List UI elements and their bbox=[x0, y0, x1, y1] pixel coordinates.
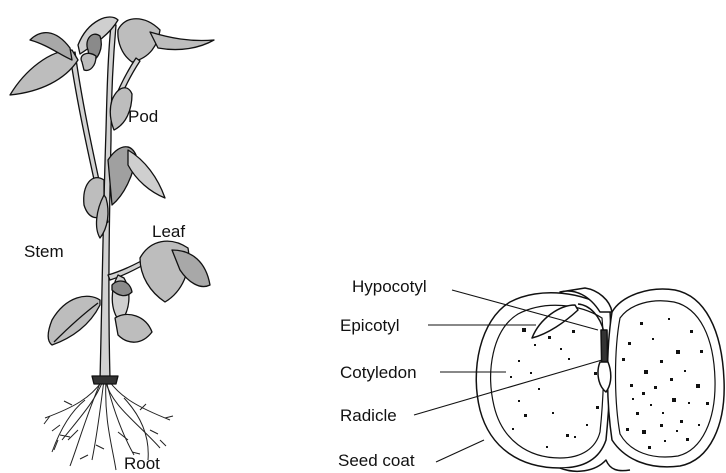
label-pod: Pod bbox=[128, 107, 158, 126]
label-leaf: Leaf bbox=[152, 222, 185, 241]
top-right-tendril-leaf bbox=[150, 32, 214, 50]
label-epicotyl: Epicotyl bbox=[340, 316, 400, 335]
leaf-small-right bbox=[115, 314, 152, 342]
plant-soil-collar bbox=[92, 376, 118, 384]
mid-leaf-right bbox=[128, 150, 165, 198]
label-root: Root bbox=[124, 454, 160, 473]
label-stem: Stem bbox=[24, 242, 64, 261]
label-cotyledon: Cotyledon bbox=[340, 363, 417, 382]
leader-seed-coat bbox=[436, 440, 484, 462]
cotyledon-right bbox=[616, 301, 716, 457]
label-radicle: Radicle bbox=[340, 406, 397, 425]
bean-seed-cross-section bbox=[476, 288, 724, 471]
label-hypocotyl: Hypocotyl bbox=[352, 277, 427, 296]
top-bud-2 bbox=[81, 53, 96, 70]
label-seed-coat: Seed coat bbox=[338, 451, 415, 470]
lower-left-leaf bbox=[48, 296, 100, 345]
seed-labels: Hypocotyl Epicotyl Cotyledon Radicle See… bbox=[338, 277, 427, 470]
